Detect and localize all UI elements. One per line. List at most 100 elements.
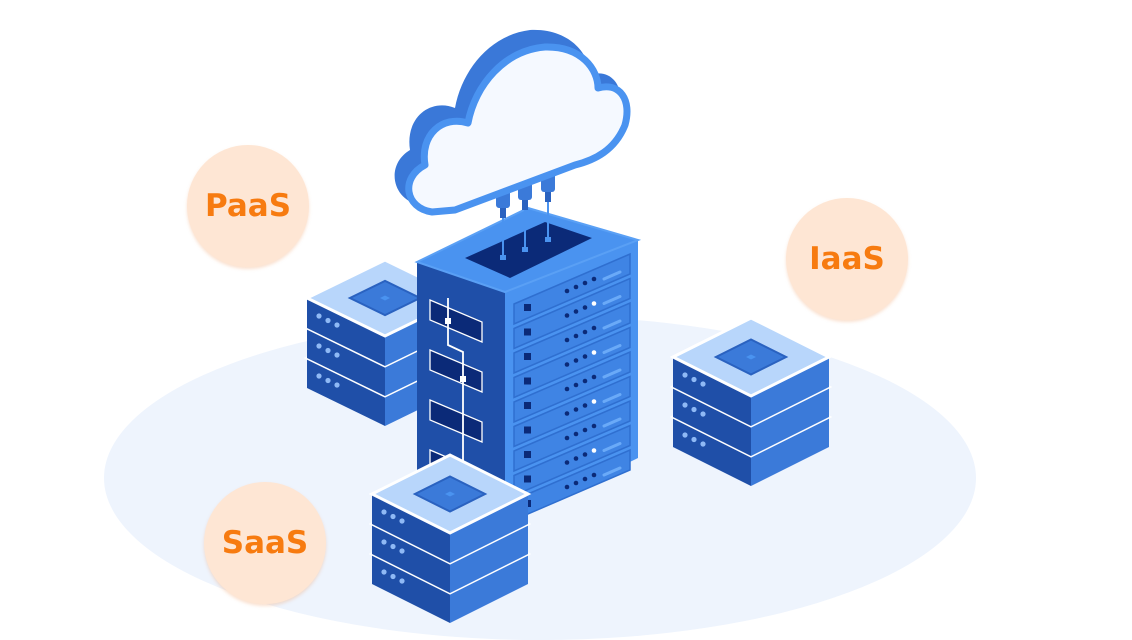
status-light [334,382,340,388]
rack-light [573,284,579,290]
status-light [381,509,387,515]
rack-vent [602,466,622,477]
rack-light [591,325,597,331]
cable-plug-tip [500,208,506,218]
unit-left-face [307,328,385,396]
tower-top-slot [465,222,592,278]
cable-plug-tip [545,192,551,202]
status-light [399,518,405,524]
rack-light [564,337,570,343]
rack-light [582,476,588,482]
cable-plug-tip [522,200,528,210]
unit-right-face [450,524,528,593]
rack-vent [602,270,622,281]
rack-light [582,280,588,286]
rack-unit [513,326,631,399]
rack-light [573,480,579,486]
rack-slot [524,475,531,483]
status-light [316,313,322,319]
top-led [445,491,455,497]
unit-left-face [673,387,751,456]
rack-vent [602,319,622,330]
status-light [399,578,405,584]
rack-slot [524,377,531,385]
status-light [682,402,688,408]
unit-left-face [372,524,450,593]
unit-left-face [673,417,751,486]
rack-vent [602,368,622,379]
rack-slot [524,426,531,434]
unit-right-face [751,387,829,456]
rack-vent [602,295,622,305]
rack-slot [524,328,531,336]
status-light [691,406,697,413]
rack-light [582,329,588,335]
status-light [325,317,331,324]
status-light [316,373,322,379]
status-light [334,322,340,328]
rack-light [582,378,588,384]
unit-right-face [751,357,829,426]
rack-light [573,456,579,461]
unit-left-face [372,554,450,623]
status-light [390,543,396,550]
saas-label: SaaS [221,525,309,561]
cloud-icon [394,29,631,216]
status-light [390,573,396,580]
tower-side-slot [429,299,483,343]
server-stack-right [669,316,833,486]
status-light [399,548,405,554]
unit-right-face [751,417,829,486]
rack-light [591,301,597,306]
rack-light [591,276,597,282]
rack-vent [602,393,622,403]
status-light [390,513,396,520]
rack-vent [602,417,622,428]
unit-left-face [673,357,751,426]
rack-light [591,350,597,355]
iaas-label: IaaS [809,241,885,277]
unit-right-face [450,554,528,623]
rack-light [591,399,597,404]
rack-unit [513,277,631,350]
rack-light [573,333,579,339]
rack-slot [524,402,531,409]
wire-node [460,376,466,382]
tower-side-slot [429,349,483,393]
status-light [316,343,322,349]
status-light [691,436,697,443]
rack-light [582,354,588,359]
paas-label: PaaS [204,188,292,224]
server-stack-bottom [368,453,532,623]
status-light [700,381,706,387]
status-light [381,539,387,545]
status-light [700,441,706,447]
wire-node [445,318,451,324]
rack-unit [513,301,631,375]
top-led [380,295,390,301]
status-light [691,376,697,383]
rack-light [573,431,579,437]
rack-slot [524,451,531,458]
rack-vent [602,442,622,452]
paas-badge: PaaS [187,145,309,267]
unit-right-face [450,494,528,563]
rack-light [564,435,570,441]
rack-light [573,309,579,314]
rack-light [564,386,570,392]
tower-side-slot [429,399,483,443]
status-light [700,411,706,417]
cable-socket [545,237,551,242]
status-light [381,569,387,575]
rack-light [573,358,579,363]
unit-left-face [372,494,450,563]
rack-light [591,448,597,453]
rack-light [573,407,579,412]
rack-unit [513,252,631,326]
rack-light [591,423,597,429]
rack-light [564,411,570,416]
status-light [334,352,340,358]
iaas-badge: IaaS [786,198,908,320]
